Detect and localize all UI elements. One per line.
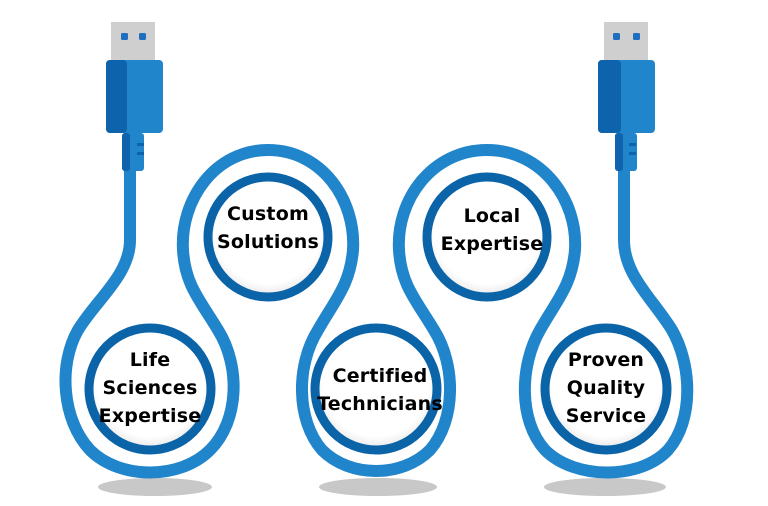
node-life-sciences-expertise: Life Sciences Expertise: [85, 346, 215, 430]
cable-path: [59, 144, 694, 479]
node-certified-technicians: Certified Technicians: [315, 362, 445, 418]
node-custom-solutions: Custom Solutions: [203, 200, 333, 256]
node-label-line: Sciences: [102, 377, 198, 399]
right-usb-plug-icon: [598, 22, 655, 171]
loop-shadows: [98, 478, 666, 496]
node-label-line: Local: [463, 205, 521, 227]
node-label-line: Solutions: [216, 231, 320, 253]
node-label-line: Proven: [567, 349, 645, 371]
node-proven-quality-service: Proven Quality Service: [541, 346, 671, 430]
node-label-line: Technicians: [317, 393, 443, 415]
node-local-expertise: Local Expertise: [427, 202, 557, 258]
node-label-line: Service: [565, 405, 647, 427]
inner-circles: [84, 172, 672, 455]
left-usb-plug-icon: [106, 22, 163, 171]
node-label-line: Life: [129, 349, 171, 371]
node-label-line: Quality: [566, 377, 646, 399]
node-label-line: Expertise: [98, 405, 202, 427]
node-label-line: Custom: [227, 203, 309, 225]
node-label-line: Expertise: [440, 233, 544, 255]
node-label-line: Certified: [332, 365, 428, 387]
